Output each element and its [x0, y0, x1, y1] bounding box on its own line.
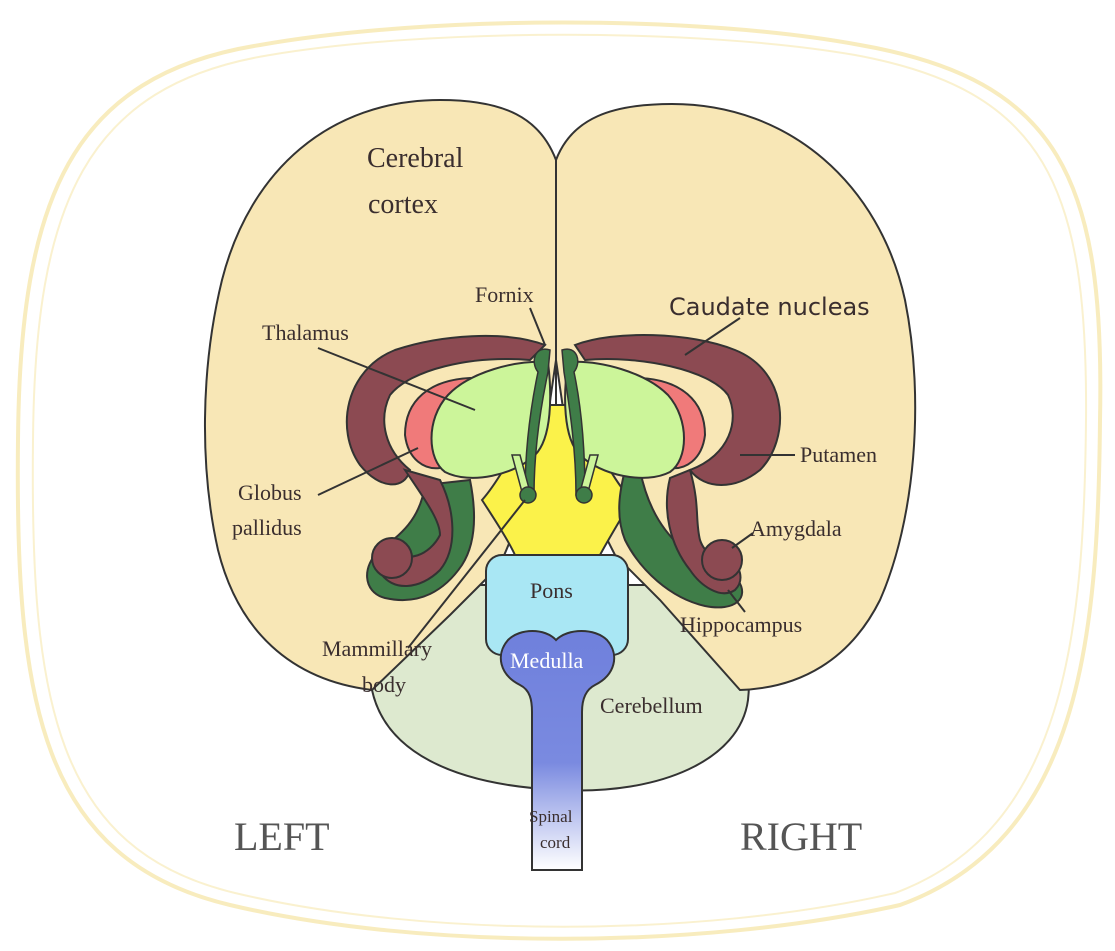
left-side-label: LEFT [234, 814, 330, 859]
cerebral-cortex-label-line2: cortex [368, 189, 438, 220]
thalamus-label: Thalamus [262, 320, 349, 345]
caudate-nucleus-label: Caudate nucleas [669, 293, 870, 321]
medulla-label: Medulla [510, 648, 584, 673]
hippocampus-label: Hippocampus [680, 612, 802, 637]
left-mammillary-body [520, 487, 536, 503]
pons-label: Pons [530, 578, 573, 603]
fornix-label: Fornix [475, 282, 534, 307]
cerebral-cortex-label-line1: Cerebral [367, 143, 464, 174]
cerebellum-label: Cerebellum [600, 693, 703, 718]
amygdala-label: Amygdala [750, 516, 842, 541]
mammillary-body-label-line2: body [362, 672, 406, 697]
putamen-label: Putamen [800, 442, 877, 467]
globus-pallidus-label-line2: pallidus [232, 515, 302, 540]
globus-pallidus-label-line1: Globus [238, 480, 302, 505]
right-mammillary-body [576, 487, 592, 503]
left-amygdala [372, 538, 412, 578]
spinal-cord-label-line2: cord [540, 833, 571, 852]
mammillary-body-label-line1: Mammillary [322, 636, 432, 661]
spinal-cord-label-line1: Spinal [529, 807, 573, 826]
right-side-label: RIGHT [740, 814, 862, 859]
